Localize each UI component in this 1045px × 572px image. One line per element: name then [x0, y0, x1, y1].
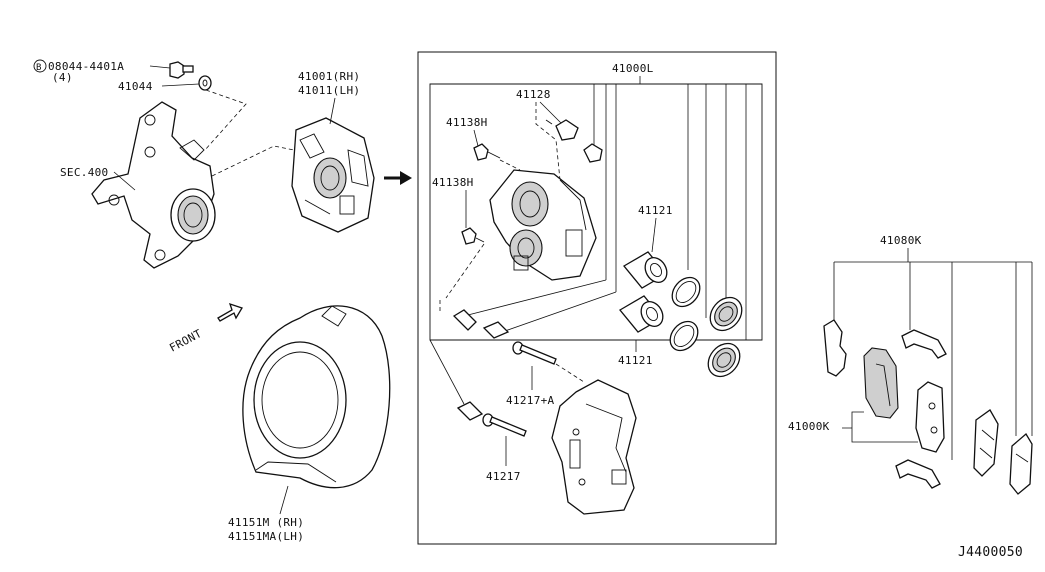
guide-bolt-lower-part[interactable] — [461, 227, 485, 245]
bleeder-cap-part[interactable] — [583, 143, 603, 163]
hardware-bracket — [833, 261, 1033, 460]
label-bleeder[interactable]: 41128 — [516, 88, 551, 101]
label-piston-lower[interactable]: 41121 — [618, 354, 653, 367]
piston-lower-part[interactable] — [619, 295, 667, 333]
pin-boot-lower[interactable] — [456, 401, 484, 421]
label-sec[interactable]: SEC.400 — [60, 166, 108, 179]
label-bolt-qty: (4) — [52, 71, 73, 84]
pad-clip-upper[interactable] — [901, 329, 947, 359]
caliper-body-part[interactable] — [489, 169, 597, 281]
pin-boot-upper[interactable] — [452, 309, 477, 331]
bolt-part[interactable] — [169, 61, 194, 79]
torque-member-part[interactable] — [551, 379, 637, 515]
bleeder-screw-part[interactable] — [545, 119, 579, 141]
label-caliper-lh[interactable]: 41011(LH) — [298, 84, 360, 97]
pin-boot-middle[interactable] — [482, 321, 510, 339]
steering-knuckle[interactable] — [91, 101, 216, 269]
bolt-circle-letter: B — [36, 63, 42, 73]
guide-pin-part[interactable] — [482, 413, 527, 437]
label-pin-a[interactable]: 41217+A — [506, 394, 555, 407]
label-bolt-h-upper[interactable]: 41138H — [446, 116, 488, 129]
label-bolt-h-lower[interactable]: 41138H — [432, 176, 474, 189]
guide-bolt-upper-part[interactable] — [473, 143, 501, 161]
label-pin[interactable]: 41217 — [486, 470, 521, 483]
brake-pad-inner[interactable] — [863, 347, 899, 419]
seal-ring-upper[interactable] — [667, 272, 706, 312]
arrow-to-detail — [384, 171, 412, 185]
dust-boot-upper[interactable] — [704, 291, 749, 337]
caliper-assembly[interactable] — [291, 117, 375, 233]
kit-frame — [417, 51, 777, 545]
label-piston-upper[interactable]: 41121 — [638, 204, 673, 217]
shim-left[interactable] — [823, 319, 847, 377]
back-plate[interactable] — [242, 305, 391, 489]
label-bolt[interactable]: 08044-4401A — [48, 60, 124, 73]
label-hardware[interactable]: 41080K — [880, 234, 922, 247]
guide-pin-a-part[interactable] — [512, 341, 557, 365]
label-pads[interactable]: 41000K — [788, 420, 830, 433]
label-caliper-rh[interactable]: 41001(RH) — [298, 70, 360, 83]
label-kit[interactable]: 41000L — [612, 62, 654, 75]
front-arrow-icon — [217, 302, 243, 322]
shim-right-b[interactable] — [1009, 433, 1033, 495]
kit-inner-frame — [429, 83, 763, 341]
washer-part[interactable] — [198, 75, 212, 91]
bolt-circle-marker — [33, 59, 47, 73]
seal-ring-lower[interactable] — [665, 316, 704, 356]
label-washer[interactable]: 41044 — [118, 80, 153, 93]
label-plate-rh[interactable]: 41151M (RH) — [228, 516, 304, 529]
diagram-number: J4400050 — [958, 545, 1023, 560]
piston-upper-part[interactable] — [623, 251, 671, 289]
shim-right-a[interactable] — [973, 409, 999, 477]
brake-pad-outer[interactable] — [915, 381, 945, 453]
pad-clip-lower[interactable] — [895, 459, 941, 489]
label-plate-lh[interactable]: 41151MA(LH) — [228, 530, 304, 543]
dust-boot-lower[interactable] — [702, 337, 747, 383]
label-front: FRONT — [167, 327, 204, 355]
